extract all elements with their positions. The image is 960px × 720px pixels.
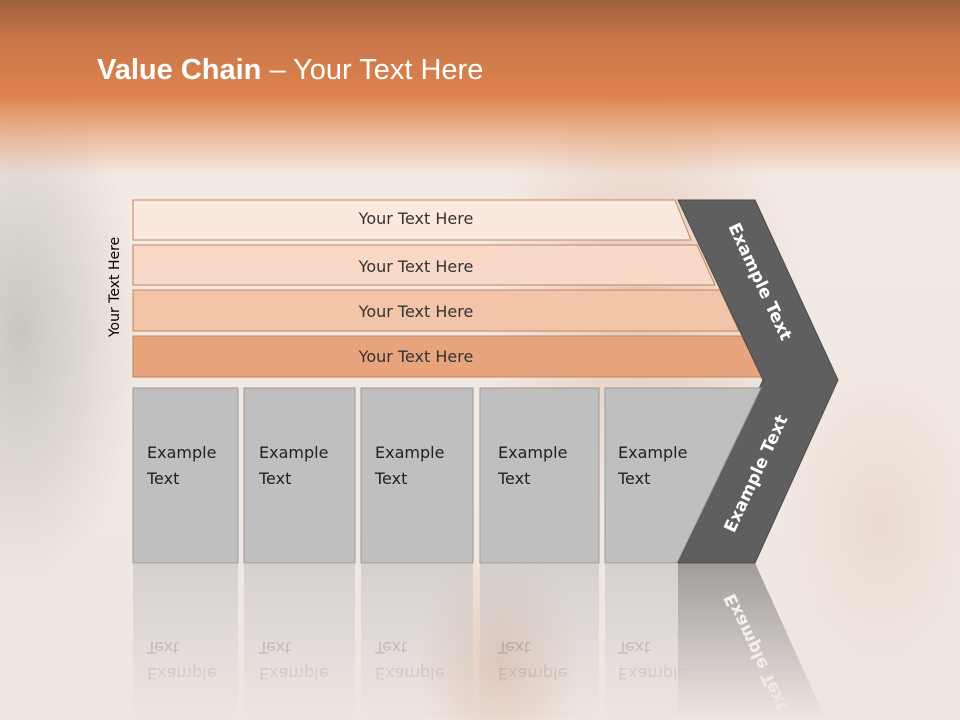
band-2-label: Your Text Here [358,257,474,276]
column-4 [479,387,600,564]
band-1-label: Your Text Here [358,209,474,228]
reflection-column-1-line1: Example [147,664,216,683]
reflection-column-2-line1: Example [259,664,328,683]
column-3-line2: Text [374,469,407,488]
reflection: Example Text Example Text Example Text E… [133,563,827,720]
column-5-line1: Example [618,443,687,462]
column-2-line2: Text [258,469,291,488]
bands: Your Text Here Your Text Here Your Text … [132,199,765,378]
reflection-column-5-line2: Text [617,638,650,657]
column-1 [132,387,239,564]
columns: Example Text Example Text Example Text E… [132,387,762,564]
column-2-line1: Example [259,443,328,462]
reflection-column-3 [361,563,473,720]
reflection-column-4 [480,563,599,720]
band-1 [132,199,692,241]
band-3-label: Your Text Here [358,302,474,321]
band-2 [132,244,716,286]
reflection-column-4-line2: Text [497,638,530,657]
reflection-column-3-line1: Example [375,664,444,683]
reflection-column-2-line2: Text [258,638,291,657]
column-1-line2: Text [146,469,179,488]
column-2 [243,387,356,564]
reflection-column-5-line1: Example [618,664,687,683]
reflection-chevron-tip [678,563,827,720]
band-3 [132,289,740,332]
reflection-column-2 [244,563,355,720]
band-4-label: Your Text Here [358,347,474,366]
title-rest: – Your Text Here [261,54,484,86]
column-1-line1: Example [147,443,216,462]
column-3-line1: Example [375,443,444,462]
header-band [0,0,960,175]
column-5-line2: Text [617,469,650,488]
column-3 [360,387,474,564]
title-bold: Value Chain [97,54,262,86]
reflection-column-1 [133,563,238,720]
reflection-column-1-line2: Text [146,638,179,657]
column-4-line2: Text [497,469,530,488]
reflection-column-4-line1: Example [498,664,567,683]
slide-title: Value Chain – Your Text Here [97,54,483,94]
reflection-column-3-line2: Text [374,638,407,657]
column-4-line1: Example [498,443,567,462]
